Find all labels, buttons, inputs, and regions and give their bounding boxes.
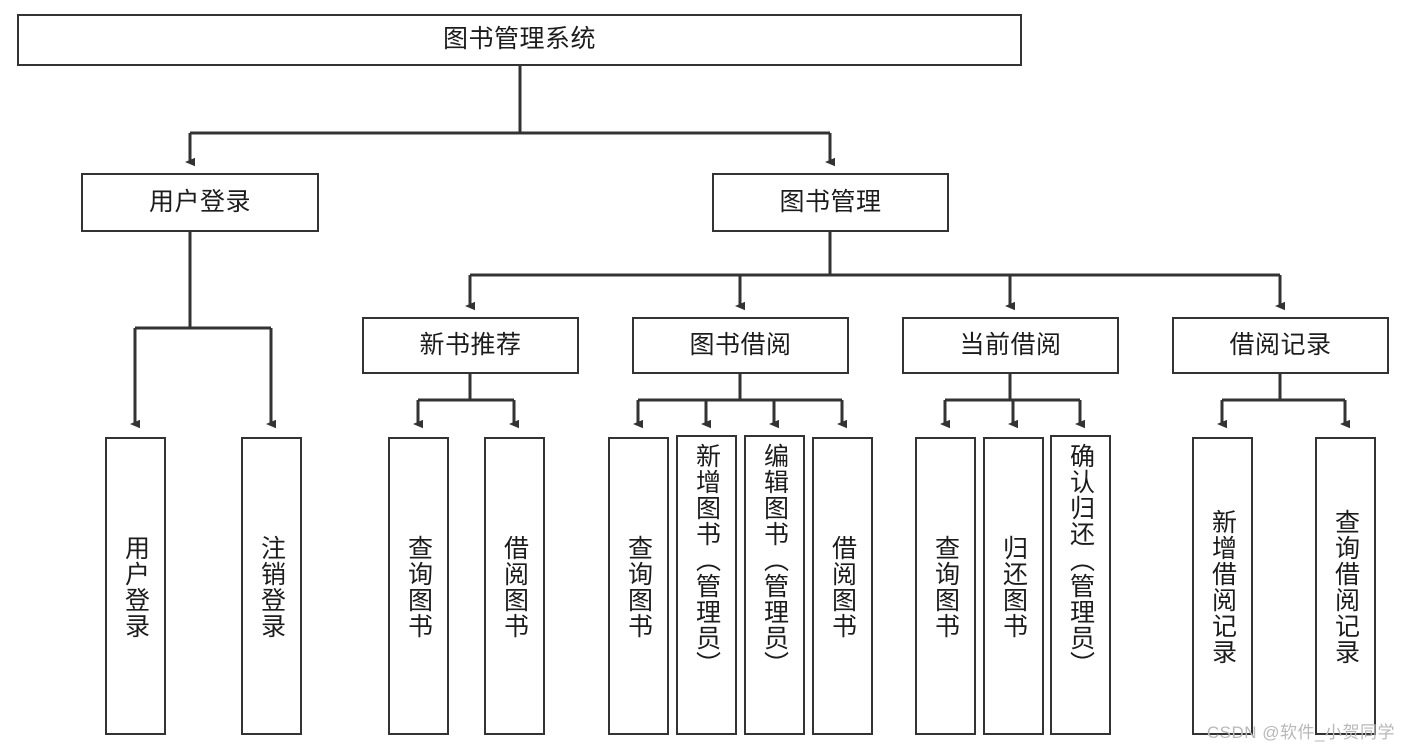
node-leaf-add-record[interactable]: 新增借阅记录 [1192, 437, 1253, 735]
node-leaf-add-book[interactable]: 新增图书（管理员） [676, 435, 737, 735]
node-leaf-logout-login[interactable]: 注销登录 [241, 437, 302, 735]
node-book-borrow[interactable]: 图书借阅 [632, 317, 849, 374]
node-label-user-login: 用户登录 [148, 187, 251, 216]
node-label-leaf-logout-login: 注销登录 [257, 535, 286, 639]
node-leaf-return-book[interactable]: 归还图书 [983, 437, 1044, 735]
node-label-leaf-query-book-1: 查询图书 [404, 535, 433, 639]
node-label-book-borrow: 图书借阅 [689, 330, 792, 359]
node-leaf-query-record[interactable]: 查询借阅记录 [1315, 437, 1376, 735]
node-label-leaf-add-book: 新增图书（管理员） [692, 443, 721, 677]
node-label-book-management: 图书管理 [779, 187, 882, 216]
node-user-login[interactable]: 用户登录 [81, 173, 319, 232]
node-leaf-confirm-return[interactable]: 确认归还（管理员） [1050, 435, 1111, 735]
node-leaf-edit-book[interactable]: 编辑图书（管理员） [744, 435, 805, 735]
node-label-leaf-add-record: 新增借阅记录 [1208, 509, 1237, 665]
node-label-leaf-query-book-3: 查询图书 [931, 535, 960, 639]
node-label-leaf-query-book-2: 查询图书 [624, 535, 653, 639]
node-leaf-query-book-2[interactable]: 查询图书 [608, 437, 669, 735]
node-label-leaf-return-book: 归还图书 [999, 535, 1028, 639]
node-new-book-recommend[interactable]: 新书推荐 [362, 317, 579, 374]
node-current-borrow[interactable]: 当前借阅 [902, 317, 1119, 374]
node-label-leaf-borrow-book-1: 借阅图书 [500, 535, 529, 639]
node-root-system[interactable]: 图书管理系统 [17, 14, 1022, 66]
node-leaf-borrow-book-1[interactable]: 借阅图书 [484, 437, 545, 735]
node-leaf-query-book-3[interactable]: 查询图书 [915, 437, 976, 735]
node-label-root-system: 图书管理系统 [442, 25, 596, 54]
node-label-leaf-confirm-return: 确认归还（管理员） [1066, 443, 1095, 677]
node-label-current-borrow: 当前借阅 [959, 330, 1062, 359]
node-label-leaf-query-record: 查询借阅记录 [1331, 509, 1360, 665]
node-label-leaf-borrow-book-2: 借阅图书 [828, 535, 857, 639]
node-leaf-user-login[interactable]: 用户登录 [105, 437, 166, 735]
node-leaf-query-book-1[interactable]: 查询图书 [388, 437, 449, 735]
node-label-new-book-recommend: 新书推荐 [419, 330, 522, 359]
node-leaf-borrow-book-2[interactable]: 借阅图书 [812, 437, 873, 735]
node-label-leaf-edit-book: 编辑图书（管理员） [760, 443, 789, 677]
node-label-leaf-user-login: 用户登录 [121, 535, 150, 639]
node-borrow-record[interactable]: 借阅记录 [1172, 317, 1389, 374]
node-book-management[interactable]: 图书管理 [712, 173, 949, 232]
node-label-borrow-record: 借阅记录 [1229, 330, 1332, 359]
